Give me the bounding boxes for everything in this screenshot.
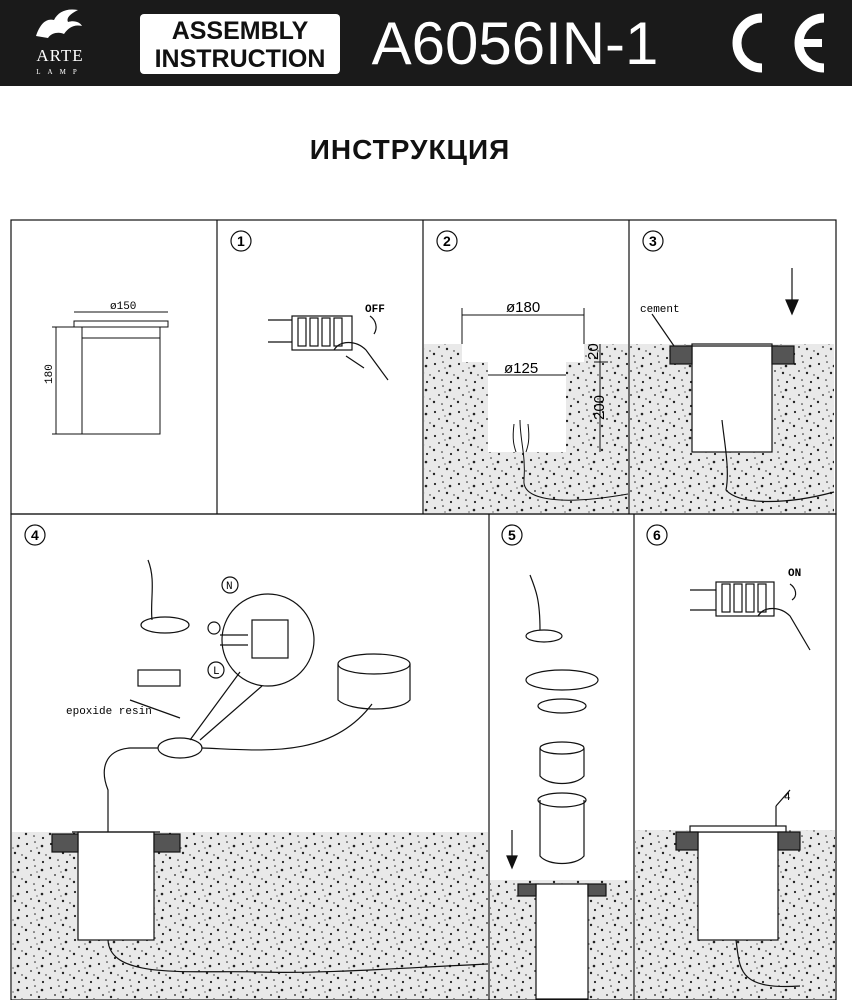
- cement-label: cement: [640, 304, 680, 316]
- terminal-block-icon: [268, 315, 389, 381]
- ce-mark: [700, 4, 840, 82]
- brand-logo: ARTE LAMP: [14, 6, 104, 82]
- page-title: ИНСТРУКЦИЯ: [309, 134, 511, 165]
- inner-diameter-label: ø125: [504, 360, 538, 377]
- panel-step-4: 4 N L epoxid: [12, 524, 489, 999]
- brand-name: ARTE: [36, 46, 84, 65]
- on-label: ON: [788, 568, 801, 580]
- height-label: 180: [44, 364, 56, 384]
- assembly-instruction-box: ASSEMBLY INSTRUCTION: [140, 14, 340, 74]
- flush-depth-label: 4: [784, 792, 791, 804]
- step-6-number: 6: [653, 527, 661, 543]
- step-5-number: 5: [508, 527, 516, 543]
- panel-step-2: 2 ø180 ø125 20 200: [424, 230, 629, 513]
- panel-step-5: 5: [490, 524, 633, 1000]
- panel-step-3: 3 cement: [630, 230, 835, 513]
- depth-top-label: 20: [585, 343, 602, 360]
- depth-total-label: 200: [591, 395, 608, 420]
- assembly-line-1: ASSEMBLY: [171, 17, 309, 45]
- panel-step-6: 6 ON 4: [635, 524, 835, 999]
- step-2-number: 2: [443, 233, 451, 249]
- neutral-label: N: [226, 581, 233, 593]
- panel-grid: [10, 219, 837, 1000]
- step-4-number: 4: [31, 527, 39, 543]
- panel-dimensions: [52, 311, 169, 435]
- griffin-icon: [36, 9, 82, 38]
- model-number: A6056IN-1: [371, 10, 659, 77]
- resin-label: epoxide resin: [66, 706, 152, 718]
- step-1-number: 1: [237, 233, 245, 249]
- header-bar: ARTE LAMP ASSEMBLY INSTRUCTION A6056IN-1: [0, 0, 852, 86]
- live-label: L: [213, 666, 220, 678]
- off-label: OFF: [365, 304, 385, 316]
- diameter-label: ø150: [110, 301, 136, 313]
- brand-subtitle: LAMP: [36, 68, 84, 76]
- assembly-line-2: INSTRUCTION: [154, 45, 326, 73]
- panel-step-1: 1 OFF: [230, 230, 389, 381]
- step-3-number: 3: [649, 233, 657, 249]
- outer-diameter-label: ø180: [506, 299, 540, 316]
